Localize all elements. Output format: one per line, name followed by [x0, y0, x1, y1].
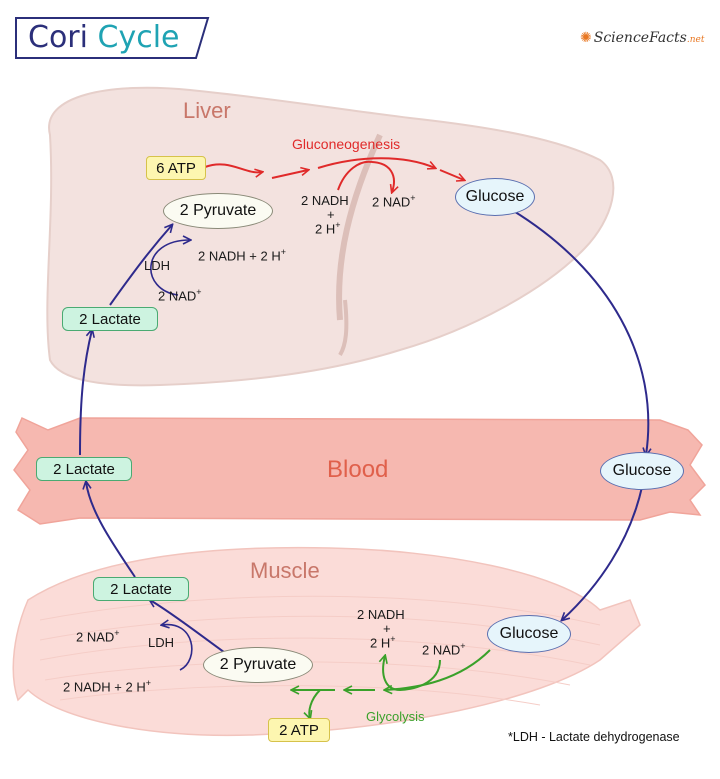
- brand-suffix: .net: [686, 35, 705, 45]
- arrow-gluconeo-3: [439, 169, 464, 180]
- footnote: *LDH - Lactate dehydrogenase: [508, 730, 680, 744]
- liver-plus-label: +: [327, 207, 335, 222]
- liver-ldh-nad-label: 2 NAD+: [158, 287, 202, 304]
- arrow-gluconeo-2: [317, 157, 435, 168]
- muscle-plus-label: +: [383, 621, 391, 636]
- brand-logo: ✺ScienceFacts.net: [580, 30, 704, 46]
- blood-label: Blood: [327, 456, 389, 483]
- arrow-liver-lactate-to-pyruvate: [109, 225, 172, 306]
- muscle-label: Muscle: [250, 558, 320, 583]
- muscle-atp-badge: 2 ATP: [268, 718, 330, 742]
- muscle-ldh-nad-label: 2 NAD+: [76, 628, 120, 645]
- liver-shape: [46, 86, 615, 387]
- muscle-ldh-label: LDH: [148, 635, 175, 650]
- arrow-muscle-pyruvate-to-lactate: [150, 600, 229, 656]
- liver-nad-label: 2 NAD+: [372, 193, 416, 210]
- glycolysis-label: Glycolysis: [366, 709, 425, 724]
- arrow-liver-glucose-to-blood: [511, 209, 648, 455]
- arrow-gluconeo-1: [271, 170, 308, 179]
- liver-ldh-product-label: 2 NADH + 2 H+: [198, 247, 286, 264]
- arc-muscle-ldh: [162, 625, 193, 671]
- liver-pyruvate-node: 2 Pyruvate: [163, 193, 273, 229]
- muscle-pyruvate-node: 2 Pyruvate: [203, 647, 313, 683]
- muscle-glucose-node: Glucose: [487, 615, 571, 653]
- arrow-blood-glucose-to-muscle: [562, 486, 643, 620]
- arrow-atp-in: [204, 163, 262, 172]
- arrow-glycolysis-nad: [383, 656, 441, 692]
- liver-atp-badge: 6 ATP: [146, 156, 206, 180]
- muscle-nad-label: 2 NAD+: [422, 641, 466, 658]
- page-title: Cori Cycle: [28, 20, 180, 55]
- muscle-nadh-label: 2 NADH: [357, 607, 405, 622]
- atom-icon: ✺: [580, 30, 592, 46]
- gluconeogenesis-label: Gluconeogenesis: [292, 136, 401, 152]
- blood-vessel-shape: [13, 416, 706, 525]
- liver-h-label: 2 H+: [315, 220, 341, 237]
- arrow-gluconeo-nad: [371, 161, 394, 192]
- blood-glucose-node: Glucose: [600, 452, 684, 490]
- muscle-ldh-nadh-label: 2 NADH + 2 H+: [63, 678, 151, 695]
- liver-nadh-label: 2 NADH: [301, 193, 349, 208]
- liver-ldh-label: LDH: [144, 258, 171, 273]
- brand-name: ScienceFacts: [593, 30, 687, 46]
- arrow-muscle-lactate-to-blood: [86, 482, 136, 578]
- blood-lactate-node: 2 Lactate: [36, 457, 132, 481]
- arc-liver-ldh: [150, 240, 190, 296]
- arrow-glycolysis-atp: [309, 689, 321, 718]
- muscle-h-label: 2 H+: [370, 634, 396, 651]
- arrow-gluconeo-nadh: [337, 160, 373, 191]
- liver-lactate-node: 2 Lactate: [62, 307, 158, 331]
- muscle-lactate-node: 2 Lactate: [93, 577, 189, 601]
- title-banner: Cori Cycle: [14, 16, 210, 60]
- liver-label: Liver: [183, 98, 231, 123]
- liver-glucose-node: Glucose: [455, 178, 535, 216]
- arrow-blood-lactate-to-liver: [79, 330, 92, 456]
